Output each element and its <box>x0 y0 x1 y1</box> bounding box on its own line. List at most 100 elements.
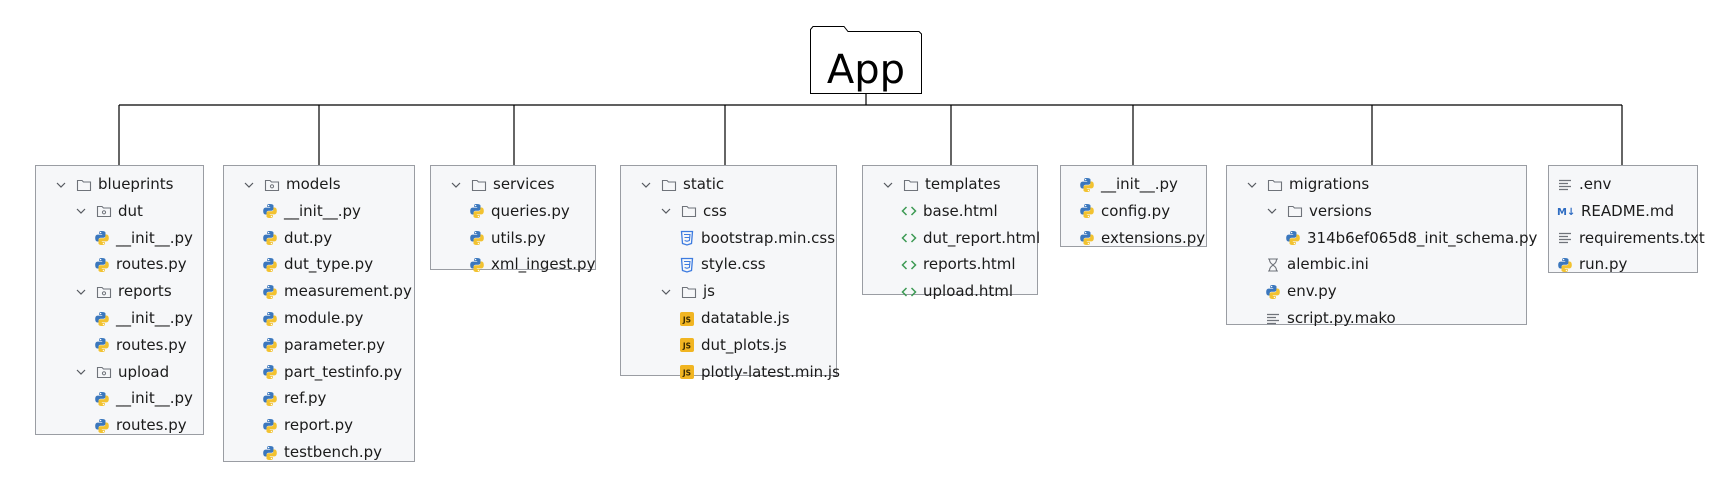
svg-text:JS: JS <box>682 342 691 351</box>
tree-item-label: script.py.mako <box>1287 309 1396 327</box>
tree-item-label: part_testinfo.py <box>284 362 403 381</box>
tree-item[interactable]: routes.py <box>94 332 187 359</box>
html-file-icon <box>901 284 917 300</box>
tree-item[interactable]: run.py <box>1557 251 1627 278</box>
tree-item-label: routes.py <box>116 255 187 274</box>
folder-icon <box>1287 203 1303 219</box>
chevron-down-icon[interactable] <box>639 178 653 192</box>
chevron-down-icon[interactable] <box>74 204 88 218</box>
tree-item[interactable]: __init__.py <box>94 305 193 332</box>
tree-item[interactable]: queries.py <box>469 198 570 225</box>
tree-item[interactable]: reports <box>74 278 172 305</box>
folder-icon <box>76 177 92 193</box>
tree-item[interactable]: module.py <box>262 305 363 332</box>
python-file-icon <box>262 203 278 219</box>
tree-item[interactable]: __init__.py <box>262 198 361 225</box>
tree-item-label: routes.py <box>116 335 187 354</box>
text-file-icon <box>1265 311 1281 327</box>
tree-item[interactable]: dut_report.html <box>901 225 1040 252</box>
tree-item[interactable]: extensions.py <box>1079 225 1205 252</box>
tree-item[interactable]: services <box>449 171 555 198</box>
tree-item[interactable]: upload <box>74 359 169 386</box>
tree-item[interactable]: 314b6ef065d8_init_schema.py <box>1285 225 1537 252</box>
tree-item[interactable]: static <box>639 171 724 198</box>
python-file-icon <box>1557 257 1573 273</box>
python-file-icon <box>262 337 278 353</box>
markdown-file-icon: M↓ <box>1557 203 1575 219</box>
package-folder-icon <box>264 177 280 193</box>
python-file-icon <box>262 418 278 434</box>
tree-item[interactable]: reports.html <box>901 251 1016 278</box>
tree-item[interactable]: migrations <box>1245 171 1369 198</box>
chevron-down-icon[interactable] <box>1265 204 1279 218</box>
css-file-icon <box>679 257 695 273</box>
tree-item[interactable]: utils.py <box>469 225 546 252</box>
chevron-down-icon[interactable] <box>881 178 895 192</box>
python-file-icon <box>262 230 278 246</box>
tree-item-label: migrations <box>1289 175 1370 193</box>
tree-item[interactable]: dut <box>74 198 143 225</box>
tree-item-label: dut <box>118 201 143 220</box>
tree-item[interactable]: xml_ingest.py <box>469 251 595 278</box>
tree-item[interactable]: env.py <box>1265 278 1337 305</box>
tree-item[interactable]: bootstrap.min.css <box>679 225 835 252</box>
tree-item[interactable]: blueprints <box>54 171 173 198</box>
python-file-icon <box>262 257 278 273</box>
chevron-down-icon[interactable] <box>659 285 673 299</box>
svg-text:M↓: M↓ <box>1557 207 1575 218</box>
chevron-down-icon[interactable] <box>74 285 88 299</box>
tree-item-label: __init__.py <box>116 389 193 408</box>
tree-item-label: reports.html <box>923 255 1016 274</box>
tree-item[interactable]: config.py <box>1079 198 1170 225</box>
tree-item[interactable]: M↓README.md <box>1557 198 1674 225</box>
python-file-icon <box>94 257 110 273</box>
tree-item[interactable]: models <box>242 171 341 198</box>
chevron-down-icon[interactable] <box>449 178 463 192</box>
tree-item[interactable]: script.py.mako <box>1265 305 1396 332</box>
tree-item[interactable]: upload.html <box>901 278 1013 305</box>
python-file-icon <box>94 230 110 246</box>
chevron-down-icon[interactable] <box>242 178 256 192</box>
tree-item[interactable]: versions <box>1265 198 1372 225</box>
tree-item[interactable]: style.css <box>679 251 766 278</box>
tree-item[interactable]: __init__.py <box>94 225 193 252</box>
chevron-down-icon[interactable] <box>74 365 88 379</box>
tree-item[interactable]: parameter.py <box>262 332 385 359</box>
tree-item[interactable]: __init__.py <box>94 385 193 412</box>
tree-item-label: __init__.py <box>116 228 193 247</box>
tree-item[interactable]: routes.py <box>94 412 187 439</box>
chevron-down-icon[interactable] <box>659 204 673 218</box>
python-file-icon <box>94 418 110 434</box>
tree-item[interactable]: ref.py <box>262 385 326 412</box>
tree-item-label: measurement.py <box>284 282 412 301</box>
tree-item[interactable]: .env <box>1557 171 1611 198</box>
tree-item[interactable]: requirements.txt <box>1557 225 1705 252</box>
tree-item-label: config.py <box>1101 201 1171 220</box>
tree-item[interactable]: routes.py <box>94 251 187 278</box>
tree-item[interactable]: templates <box>881 171 1001 198</box>
tree-item[interactable]: dut_type.py <box>262 251 373 278</box>
tree-item[interactable]: alembic.ini <box>1265 251 1369 278</box>
chevron-down-icon[interactable] <box>1245 178 1259 192</box>
tree-item[interactable]: report.py <box>262 412 353 439</box>
tree-item[interactable]: __init__.py <box>1079 171 1178 198</box>
chevron-down-icon[interactable] <box>54 178 68 192</box>
python-file-icon <box>262 284 278 300</box>
tree-item[interactable]: part_testinfo.py <box>262 359 402 386</box>
python-file-icon <box>1079 203 1095 219</box>
tree-item[interactable]: js <box>659 278 715 305</box>
tree-item[interactable]: base.html <box>901 198 998 225</box>
package-folder-icon <box>96 203 112 219</box>
tree-item-label: run.py <box>1579 255 1628 274</box>
tree-item[interactable]: dut.py <box>262 225 332 252</box>
tree-item-label: alembic.ini <box>1287 255 1369 274</box>
tree-item[interactable]: css <box>659 198 727 225</box>
tree-item-label: base.html <box>923 201 998 220</box>
tree-item[interactable]: testbench.py <box>262 439 382 466</box>
python-file-icon <box>1079 230 1095 246</box>
tree-item[interactable]: measurement.py <box>262 278 412 305</box>
